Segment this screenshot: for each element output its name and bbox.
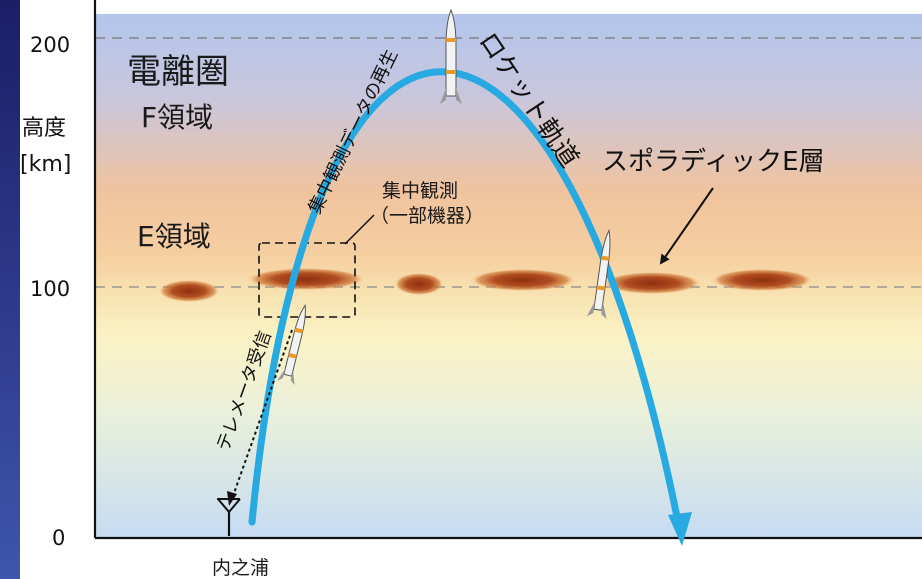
rocket-icon [440,8,462,104]
concentrated-observation-leader [344,214,375,245]
launch-site-label: 内之浦 [212,557,269,579]
y-axis-title: 高度 [22,116,66,141]
sporadic-e-label: スポラディックE層 [602,147,825,177]
e-layer-cloud [159,280,219,302]
rocket-icon [277,303,306,386]
e-layer-cloud [395,273,443,295]
e-layer-cloud [604,272,700,294]
ionosphere-label: 電離圏 [127,52,229,92]
concentrated-observation-sublabel: （一部機器） [370,205,484,227]
e-region-label: E領域 [137,220,211,253]
f-region-label: F領域 [141,101,213,134]
rocket-icon [586,228,611,320]
e-layer-cloud [248,268,364,290]
y-tick-100: 100 [30,277,70,301]
y-axis-unit: [km] [20,152,71,177]
e-layer-cloud [471,269,575,291]
rocket-trajectory-curve [248,68,684,536]
telemetry-link [232,329,293,497]
concentrated-observation-label: 集中観測 [382,180,458,202]
sporadic-e-layer [159,268,812,302]
e-layer-cloud [712,269,812,291]
sporadic-e-arrow [659,187,714,265]
antenna-icon [217,498,241,536]
y-tick-0: 0 [52,526,65,550]
y-tick-200: 200 [30,33,70,57]
trajectory-arrowhead [668,512,692,546]
